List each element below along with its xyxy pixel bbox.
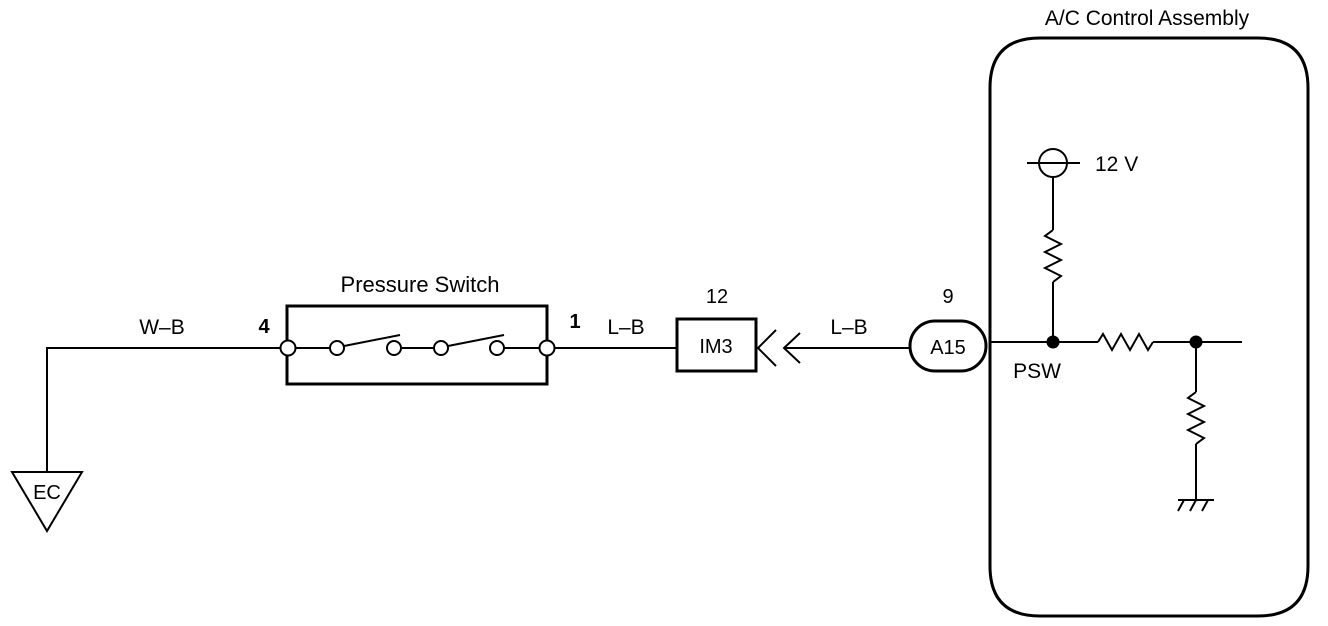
- switch-terminal-1: [538, 339, 556, 357]
- switch-blade-2: [447, 334, 505, 347]
- connector-a15-pin: 9: [942, 286, 953, 308]
- pulldown-resistor: [1185, 391, 1207, 445]
- connector-a15: 9 A15: [908, 286, 988, 373]
- supply-voltage-label: 12 V: [1095, 153, 1138, 176]
- pullup-resistor: [1042, 229, 1064, 283]
- switch-terminal-4: [279, 339, 297, 357]
- connector-jack-mark: [756, 329, 777, 367]
- switch-blade-1: [343, 334, 401, 347]
- ground-ec: EC: [10, 347, 288, 533]
- connector-im3: 12 IM3: [675, 286, 801, 373]
- pressure-switch-title: Pressure Switch: [341, 272, 500, 297]
- junction-dot: [1046, 335, 1060, 349]
- ac-control-assembly: A/C Control Assembly 12 V PSW: [988, 7, 1310, 618]
- switch-contact: [329, 340, 345, 356]
- series-resistor: [1097, 331, 1154, 353]
- terminal-psw-label: PSW: [1013, 360, 1061, 383]
- wire-color-w-b: W–B: [139, 316, 185, 339]
- pin-number-4: 4: [258, 316, 270, 338]
- ground-triangle: [10, 471, 84, 533]
- connector-im3-label: IM3: [699, 336, 732, 358]
- pin-number-1: 1: [569, 311, 580, 333]
- junction-dot: [1189, 335, 1203, 349]
- wire-color-l-b-right: L–B: [830, 316, 867, 339]
- chassis-ground-icon: [1177, 499, 1214, 512]
- switch-contact: [386, 340, 402, 356]
- connector-im3-pin: 12: [706, 286, 728, 308]
- connector-a15-oval: [908, 319, 988, 373]
- ac-control-outline: [988, 36, 1310, 618]
- wire-color-l-b-left: L–B: [607, 316, 644, 339]
- pressure-switch: Pressure Switch 4 1: [258, 272, 581, 386]
- ground-label: EC: [33, 482, 61, 504]
- connector-a15-label: A15: [930, 337, 966, 359]
- ac-control-title: A/C Control Assembly: [1045, 7, 1250, 30]
- switch-contact: [489, 340, 505, 356]
- pressure-switch-box: [285, 304, 549, 386]
- connector-im3-box: [675, 317, 758, 373]
- switch-contact: [433, 340, 449, 356]
- ground-wire: [46, 347, 288, 472]
